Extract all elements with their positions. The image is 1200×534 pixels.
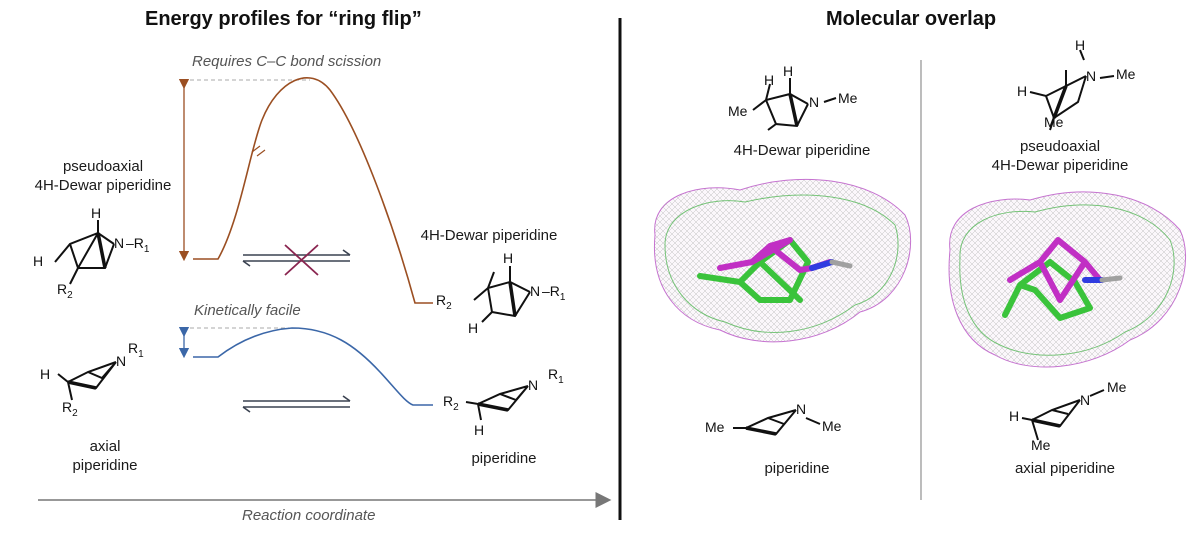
bottom-energy-profile <box>178 326 433 406</box>
atom-R2: R2 <box>436 292 452 312</box>
atom-H: H <box>468 320 479 336</box>
atom-N: N <box>116 353 127 369</box>
atom-H: H <box>33 253 44 269</box>
atom-N: N <box>114 235 125 251</box>
atom-N: N <box>528 377 539 393</box>
structure-col1-piperidine <box>733 409 821 436</box>
top-profile-curve <box>193 77 433 304</box>
atom-R2: R2 <box>57 281 73 301</box>
atom-Me: Me <box>1031 437 1051 453</box>
label-col2-bottom: axial piperidine <box>1014 460 1116 477</box>
atom-N: N <box>1080 392 1091 408</box>
structure-axial-piperidine <box>57 361 117 401</box>
structure-col1-dewar <box>752 78 837 131</box>
atom-H: H <box>764 72 775 88</box>
label-line: 4H-Dewar piperidine <box>991 157 1129 174</box>
label-line: piperidine <box>72 457 138 474</box>
atom-N: N <box>796 401 807 417</box>
bottom-profile-note: Kinetically facile <box>194 302 301 319</box>
right-panel-title: Molecular overlap <box>826 8 997 30</box>
atom-H: H <box>91 205 102 221</box>
atom-N: N <box>809 94 820 110</box>
atom-N: N <box>1086 68 1097 84</box>
atom-H: H <box>503 250 514 266</box>
blocked-equilibrium <box>242 244 351 276</box>
atom-H: H <box>40 366 51 382</box>
label-col1-bottom: piperidine <box>764 460 830 477</box>
bottom-profile-curve <box>193 327 433 406</box>
label-line: 4H-Dewar piperidine <box>34 177 172 194</box>
label-dewar-right: 4H-Dewar piperidine <box>420 227 558 244</box>
axis-break-mark <box>251 145 266 157</box>
structure-col2-dewar <box>1029 49 1115 131</box>
atom-Me: Me <box>838 90 858 106</box>
atom-Me: Me <box>728 103 748 119</box>
left-panel-title: Energy profiles for “ring flip” <box>145 8 422 30</box>
atom-Me: Me <box>822 418 842 434</box>
atom-R1: R1 <box>128 340 144 360</box>
structure-dewar-right <box>473 266 531 323</box>
label-line: pseudoaxial <box>62 158 144 175</box>
structure-col2-piperidine <box>1021 389 1105 441</box>
atom-R2: R2 <box>443 393 459 413</box>
atom-H: H <box>1017 83 1028 99</box>
top-energy-profile <box>178 77 433 304</box>
atom-Me: Me <box>1107 379 1127 395</box>
facile-equilibrium <box>242 395 351 413</box>
label-pseudoaxial-dewar: pseudoaxial 4H-Dewar piperidine <box>28 157 178 195</box>
atom-N: N <box>530 283 541 299</box>
label-line: pseudoaxial <box>1019 138 1101 155</box>
atom-H: H <box>1075 37 1086 53</box>
atom-Me: Me <box>1116 66 1136 82</box>
structure-piperidine-right <box>465 385 529 421</box>
x-axis-label: Reaction coordinate <box>242 507 376 524</box>
atom-R2: R2 <box>62 399 78 419</box>
label-line: axial <box>89 438 121 455</box>
atom-Me: Me <box>1044 114 1064 130</box>
blocked-cross-icon <box>284 244 319 276</box>
structure-pseudoaxial-dewar <box>54 220 115 285</box>
label-col1-top: 4H-Dewar piperidine <box>733 142 871 159</box>
atom-R1: –R1 <box>542 283 566 303</box>
atom-Me: Me <box>705 419 725 435</box>
overlap-model-2 <box>948 191 1187 368</box>
top-profile-note: Requires C–C bond scission <box>192 53 382 70</box>
label-piperidine-right: piperidine <box>471 450 537 467</box>
atom-R1: –R1 <box>126 235 150 255</box>
overlap-model-1 <box>653 178 912 343</box>
atom-H: H <box>474 422 485 438</box>
label-axial-piperidine: axial piperidine <box>50 437 160 475</box>
atom-R1: R1 <box>548 366 564 386</box>
atom-H: H <box>783 63 794 79</box>
atom-H: H <box>1009 408 1020 424</box>
label-col2-top: pseudoaxial 4H-Dewar piperidine <box>985 137 1135 175</box>
